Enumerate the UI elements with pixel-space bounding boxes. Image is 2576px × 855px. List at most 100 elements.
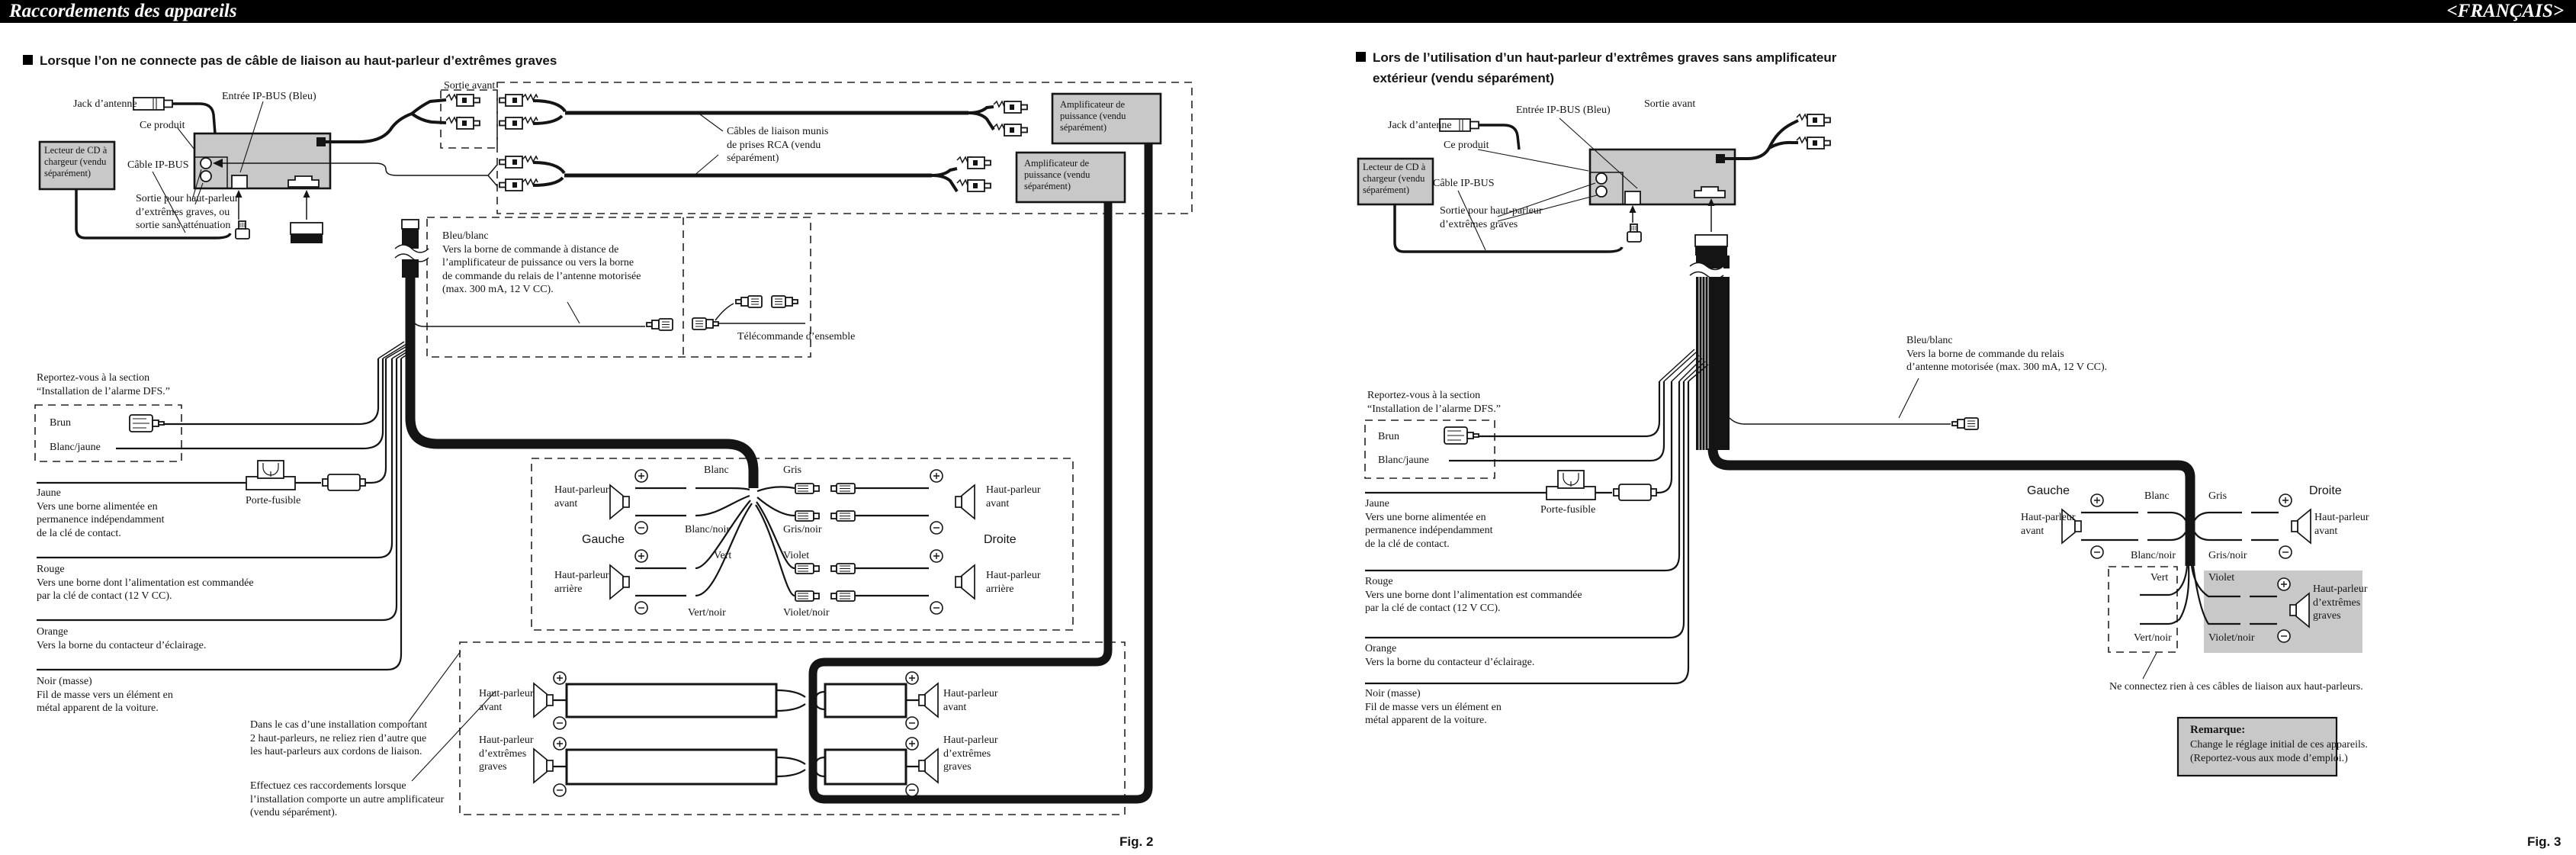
polarity-plus-icon [930, 549, 943, 563]
speaker-icon [533, 683, 554, 718]
spade-connector-icon [646, 318, 673, 331]
rca-plug-icon [1796, 114, 1831, 127]
head-unit [193, 132, 332, 190]
label-brun: Brun [1378, 431, 1399, 442]
label-violet-noir: Violet/noir [783, 607, 830, 619]
speaker-terminal-icon [795, 590, 856, 602]
fig3-drawing [1357, 114, 2362, 777]
label-hp-avant-gauche: Haut-parleur avant [554, 484, 609, 509]
fig2-section-title: Lorsque l’on ne connecte pas de câble de… [40, 53, 557, 68]
dashed-box-sub-speakers [459, 641, 1126, 815]
label-hp-graves: Haut-parleur d’extrêmes graves [943, 734, 998, 773]
label-noir: Noir (masse) Fil de masse vers un élémen… [37, 676, 173, 714]
label-sortie-avant: Sortie avant [1644, 98, 1696, 110]
label-cables-liaison: Câbles de liaison munis de prises RCA (v… [727, 126, 829, 164]
polarity-minus-icon [930, 521, 943, 535]
head-unit [1588, 148, 1736, 206]
speaker-icon [918, 683, 939, 718]
label-hp-avant-droite: Haut-parleur avant [2314, 512, 2369, 537]
label-violet: Violet [2208, 572, 2235, 583]
label-droite: Droite [2309, 484, 2342, 497]
speaker-terminal-icon [795, 563, 856, 574]
label-sortie-hp: Sortie pour haut-parleur d’extrêmes grav… [136, 193, 239, 231]
harness-plug-icon [290, 222, 323, 244]
speaker-wiring [2061, 493, 2362, 653]
speaker-terminal-icon [795, 483, 856, 494]
label-ce-produit: Ce produit [140, 120, 185, 131]
label-blanc: Blanc [704, 464, 729, 476]
polarity-plus-icon [634, 549, 648, 563]
rca-plug-icon [956, 156, 991, 169]
rca-plug-icon [445, 117, 480, 130]
rca-plug-icon [445, 94, 480, 107]
label-hp-avant-droite: Haut-parleur avant [986, 484, 1041, 509]
label-dfs-note: Reportez-vous à la section “Installation… [37, 372, 170, 397]
polarity-plus-icon [930, 469, 943, 483]
label-orange: Orange Vers la borne du contacteur d’écl… [37, 626, 207, 651]
rca-plug-icon [1796, 137, 1831, 149]
polarity-plus-icon [905, 671, 919, 685]
speaker-icon [609, 564, 630, 599]
polarity-minus-icon [930, 601, 943, 615]
label-blanc-noir: Blanc/noir [2131, 550, 2176, 561]
antenna-jack-icon [133, 97, 173, 111]
label-jaune: Jaune Vers une borne alimentée en perman… [1365, 498, 1493, 550]
polarity-minus-icon [634, 521, 648, 535]
language-tag: <FRANÇAIS> [2446, 1, 2564, 21]
label-violet-noir: Violet/noir [2208, 632, 2255, 644]
label-gris: Gris [783, 464, 802, 476]
ip-bus-plug-icon [1627, 223, 1642, 243]
rca-plug-icon [993, 124, 1028, 137]
speaker-icon [609, 484, 630, 519]
polarity-minus-icon [2279, 545, 2292, 559]
harness-cable [1689, 256, 1730, 450]
label-violet: Violet [783, 550, 810, 561]
rca-plug-icon [499, 178, 538, 191]
polarity-minus-icon [553, 716, 567, 730]
label-jaune: Jaune Vers une borne alimentée en perman… [37, 487, 165, 539]
label-entree-ip-bus: Entrée IP-BUS (Bleu) [222, 91, 316, 102]
header-bar [0, 0, 2576, 23]
fuse-icon [1613, 484, 1657, 501]
rca-plug-icon [499, 94, 538, 107]
label-jack-antenne: Jack d’antenne [73, 98, 137, 110]
rca-plug-icon [956, 179, 991, 192]
label-hp-avant: Haut-parleur avant [479, 688, 534, 713]
remarque-box [2176, 716, 2338, 777]
amplifier-box [1051, 92, 1162, 145]
label-ce-produit: Ce produit [1444, 140, 1489, 151]
speaker-icon [955, 484, 975, 519]
remarque-body: Change le réglage initial de ces apparei… [2190, 739, 2368, 764]
amplifier-box [1015, 151, 1126, 204]
spade-connector-icon [1951, 417, 1979, 430]
label-porte-fusible: Porte-fusible [246, 495, 301, 506]
label-blanc-jaune: Blanc/jaune [50, 442, 101, 453]
label-bleu-blanc: Bleu/blanc Vers la borne de commande à d… [442, 230, 641, 295]
label-rouge: Rouge Vers une borne dont l’alimentation… [1365, 576, 1582, 614]
speaker-icon [955, 564, 975, 599]
label-cable-ip-bus: Câble IP-BUS [1433, 178, 1495, 189]
section-bullet-icon [1356, 52, 1366, 62]
spade-connector-icon [1444, 426, 1479, 445]
fig2-drawing [34, 82, 1193, 815]
note-2-haut-parleurs: Dans le cas d’une installation comportan… [250, 719, 428, 757]
fig3-section-title: Lors de l’utilisation d’un haut-parleur … [1373, 50, 1837, 86]
page-title: Raccordements des appareils [9, 1, 237, 21]
label-noir: Noir (masse) Fil de masse vers un élémen… [1365, 688, 1502, 726]
label-hp-avant: Haut-parleur avant [943, 688, 998, 713]
spade-connector-icon [735, 295, 763, 308]
label-hp-graves: Haut-parleur d’extrêmes graves [2313, 583, 2368, 622]
label-sortie-avant: Sortie avant [444, 80, 496, 92]
speaker-icon [918, 748, 939, 783]
label-sortie-hp: Sortie pour haut-parleur d’extrêmes grav… [1440, 205, 1543, 230]
label-gauche: Gauche [2027, 484, 2070, 497]
label-vert-noir: Vert/noir [2134, 632, 2172, 644]
dashed-box-link-cables [496, 82, 1193, 214]
label-brun: Brun [50, 417, 71, 429]
polarity-plus-icon [905, 737, 919, 751]
polarity-plus-icon [2090, 493, 2104, 507]
label-entree-ip-bus: Entrée IP-BUS (Bleu) [1516, 104, 1611, 116]
arrow-up-icon [1629, 205, 1636, 213]
remarque-title: Remarque: [2190, 724, 2246, 736]
